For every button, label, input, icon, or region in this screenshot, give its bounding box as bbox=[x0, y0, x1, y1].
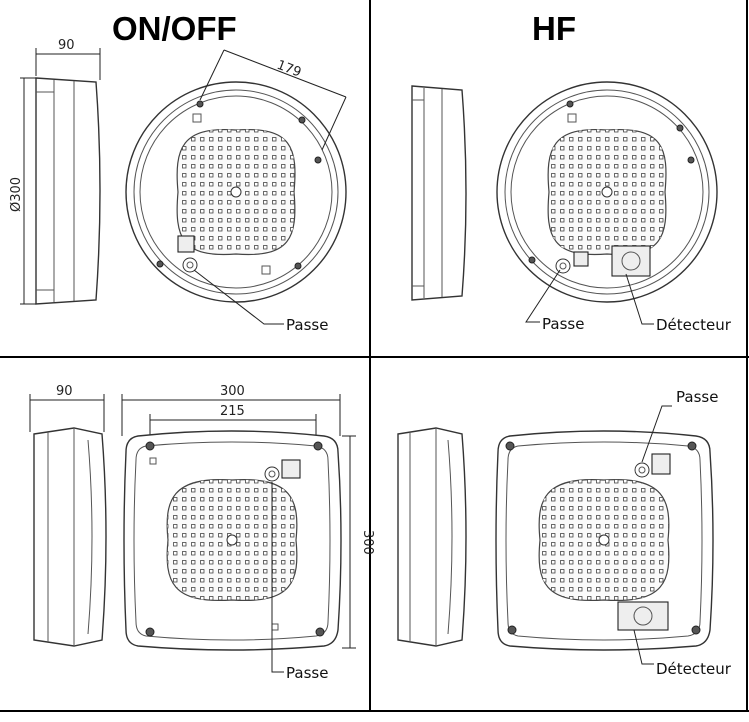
cable-gland bbox=[182, 257, 198, 273]
hf-heading: HF bbox=[532, 10, 576, 47]
square-depth-label: 90 bbox=[56, 384, 73, 399]
round-side-profile-hf bbox=[411, 85, 467, 301]
callout-passe-tl: Passe bbox=[286, 316, 328, 334]
terminal-block bbox=[177, 235, 195, 253]
round-depth-label: 90 bbox=[58, 38, 75, 53]
cable-gland-hf bbox=[555, 258, 571, 274]
square-front-view-hf bbox=[495, 430, 714, 651]
square-on-off-view: 90 300 215 300 Passe bbox=[29, 384, 375, 682]
square-width-label: 300 bbox=[220, 384, 245, 399]
round-offset-label: 179 bbox=[275, 58, 304, 81]
cable-gland-sq bbox=[264, 466, 280, 482]
callout-detecteur-tr: Détecteur bbox=[656, 316, 732, 334]
round-on-off-view: ON/OFF 90 Ø300 bbox=[9, 10, 347, 334]
callout-passe-bl: Passe bbox=[286, 664, 328, 682]
square-height-label: 300 bbox=[360, 530, 375, 555]
round-hf-view: HF Passe Déte bbox=[411, 10, 732, 334]
cable-gland-sq-hf bbox=[634, 462, 650, 478]
detector-module-sq bbox=[617, 601, 669, 631]
detector-module bbox=[611, 245, 651, 277]
round-side-profile bbox=[35, 77, 101, 305]
callout-passe-br: Passe bbox=[676, 388, 718, 406]
square-side-profile bbox=[33, 427, 107, 647]
callout-detecteur-br: Détecteur bbox=[656, 660, 732, 678]
on-off-heading: ON/OFF bbox=[112, 10, 237, 47]
round-diameter-label: Ø300 bbox=[9, 177, 24, 212]
round-front-view bbox=[125, 81, 347, 303]
square-side-profile-hf bbox=[397, 427, 467, 647]
terminal-block-hf bbox=[573, 251, 589, 267]
square-hf-view: Passe Détecteur bbox=[397, 388, 732, 678]
terminal-block-sq-hf bbox=[651, 453, 671, 475]
round-front-view-hf bbox=[496, 81, 718, 303]
square-inner-width-label: 215 bbox=[220, 404, 245, 419]
square-front-view bbox=[123, 430, 342, 651]
terminal-block-sq bbox=[281, 459, 301, 479]
callout-passe-tr: Passe bbox=[542, 315, 584, 333]
